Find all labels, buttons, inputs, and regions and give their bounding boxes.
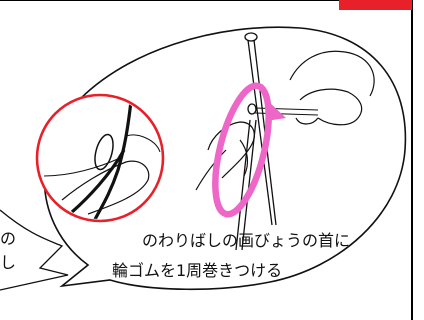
left-bubble-text-1: の (0, 229, 17, 248)
left-bubble-text-2: し (0, 253, 17, 272)
page-frame-right (411, 0, 413, 320)
left-speech-bubble (0, 209, 69, 291)
caption-line-2: 輪ゴムを1周巻きつける (112, 261, 283, 280)
red-header-tab (339, 0, 412, 10)
wrap-arrow-icon (212, 82, 286, 218)
caption-line-1: のわりばしの画びょうの首に (142, 231, 351, 250)
zoom-inset-icon (35, 93, 165, 223)
page-frame-top (0, 0, 412, 1)
hand-illustration (195, 50, 375, 191)
